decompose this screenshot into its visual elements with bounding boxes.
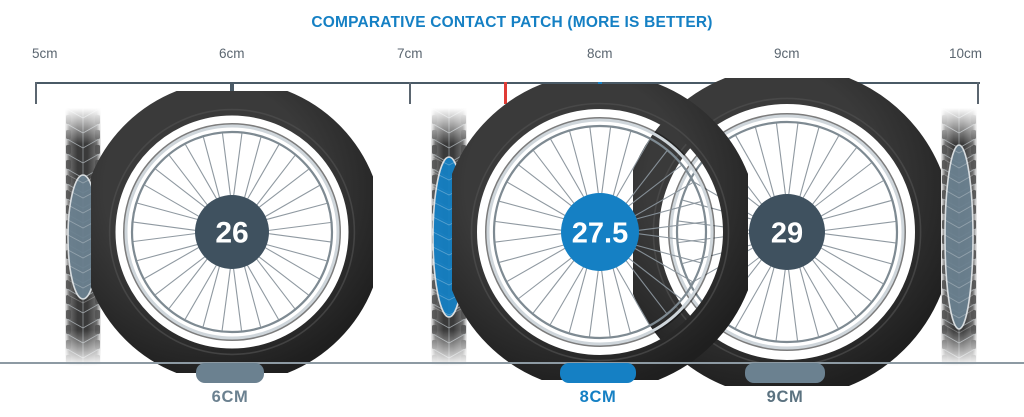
ruler-baseline [36, 82, 980, 84]
wheel-27-5: 27.5 [452, 84, 748, 380]
ruler-tick-label: 8cm [587, 46, 613, 61]
ruler-tick [503, 82, 507, 104]
patch-8cm [560, 363, 636, 383]
contact-patch-label: 9CM [766, 388, 804, 406]
ruler-tick-label: 5cm [32, 46, 58, 61]
ruler-tick [35, 82, 37, 104]
patch-9cm [745, 363, 825, 383]
ruler-tick-label: 7cm [397, 46, 423, 61]
wheel-26: 26 [91, 91, 373, 373]
wheel-hub-label: 26 [215, 217, 248, 250]
contact-patch-label: 8CM [579, 388, 617, 406]
ground-line [0, 362, 1024, 364]
ruler-tick [409, 82, 411, 104]
ruler-tick-label: 10cm [949, 46, 983, 61]
wheel-hub-label: 27.5 [572, 217, 628, 249]
ruler-tick [977, 82, 979, 104]
wheel-hub-label: 29 [771, 217, 803, 249]
tire-front-view [62, 108, 104, 366]
contact-patch-label: 6CM [211, 388, 249, 406]
patch-6cm [196, 363, 264, 383]
ruler-tick-label: 6cm [219, 46, 245, 61]
page-title: COMPARATIVE CONTACT PATCH (MORE IS BETTE… [311, 14, 713, 31]
tire-front-view [938, 108, 980, 366]
ruler-tick-label: 9cm [774, 46, 800, 61]
